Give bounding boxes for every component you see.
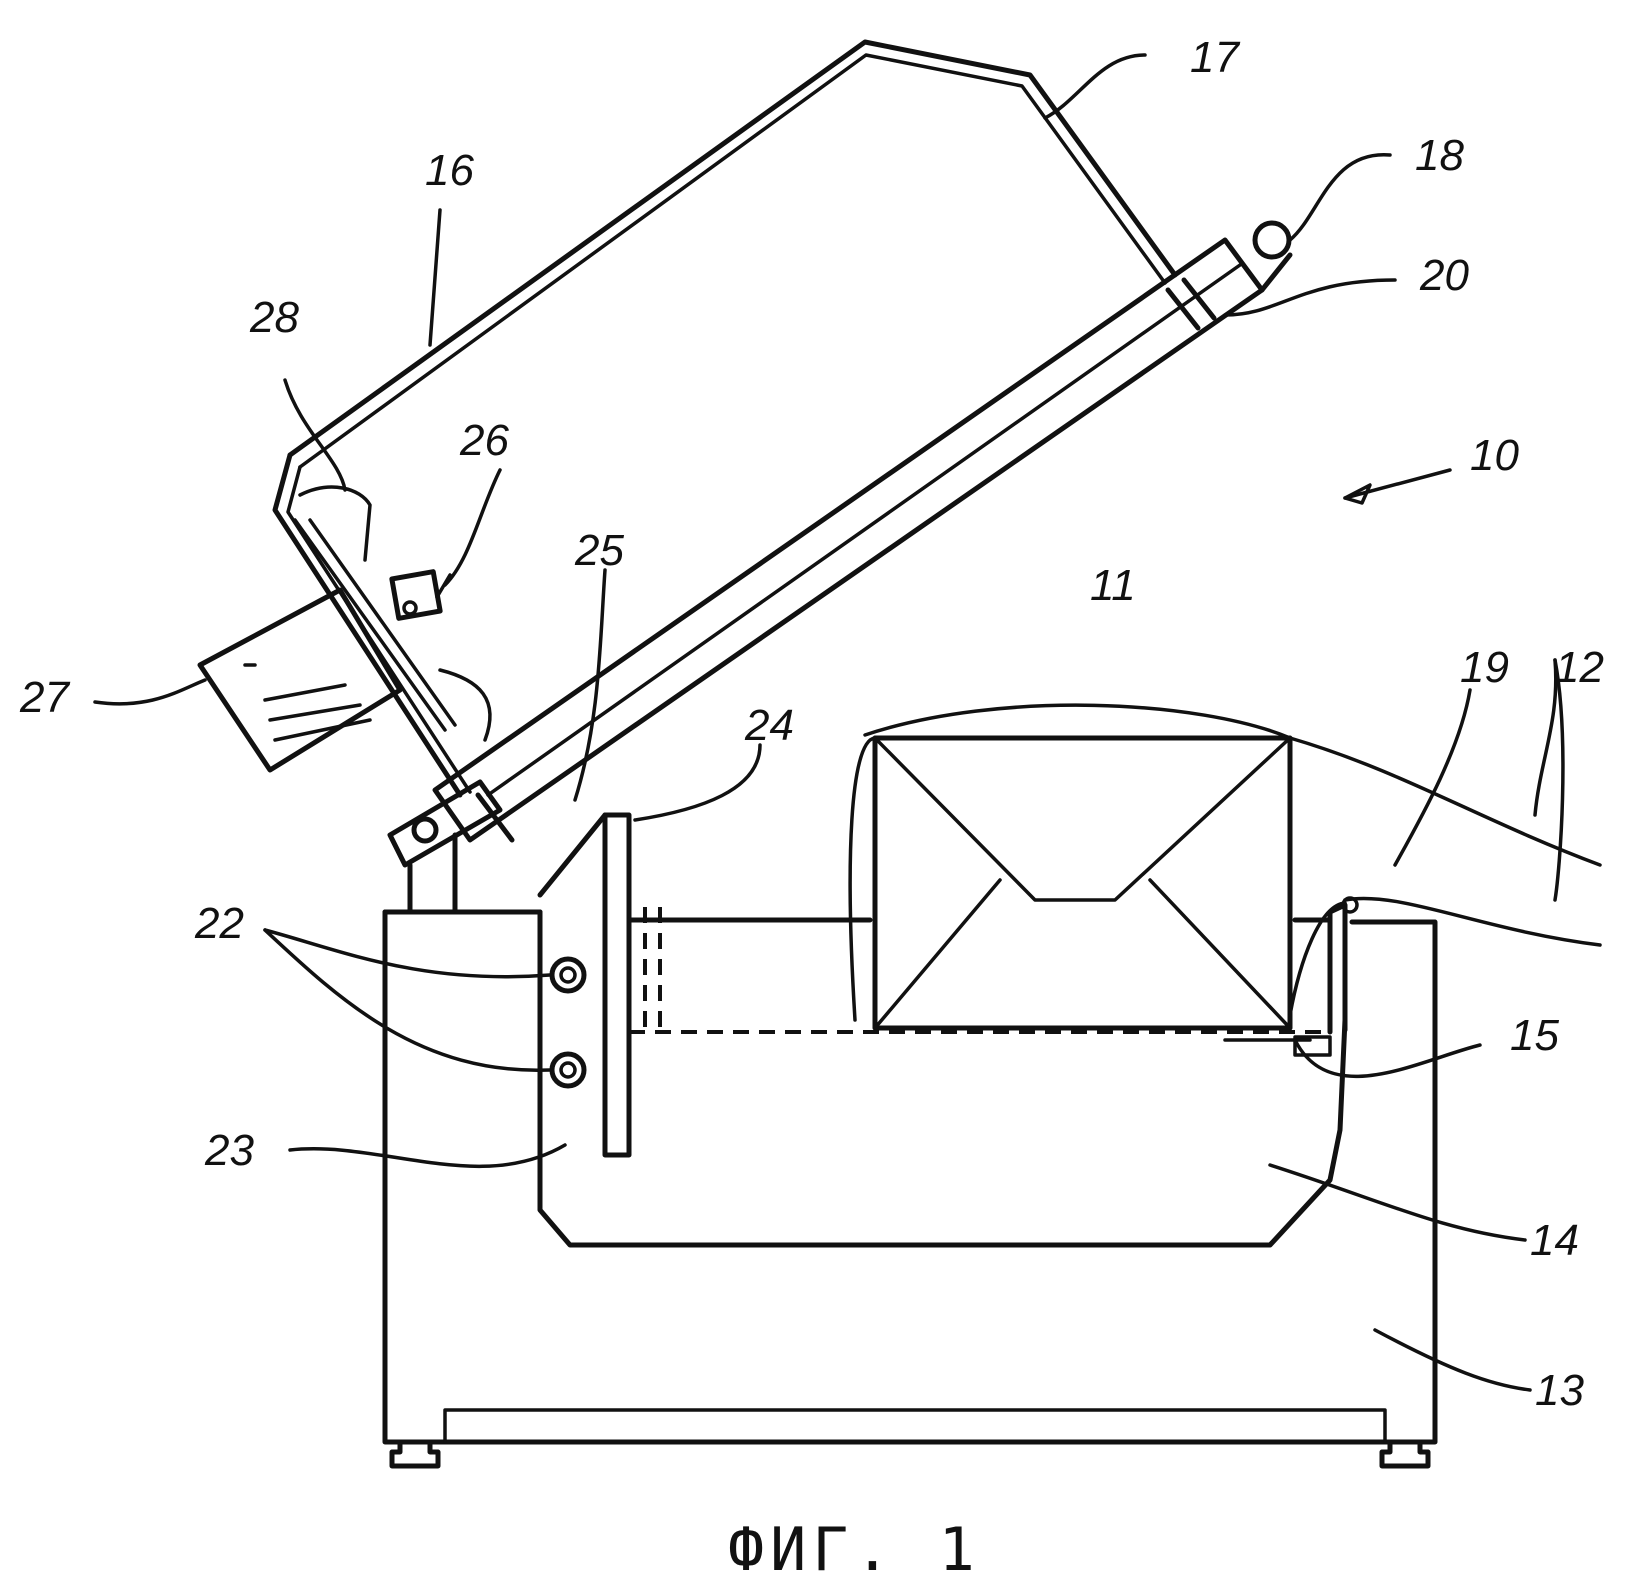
front-plate [540, 815, 629, 1155]
leader-lines [95, 55, 1563, 1390]
ref-20: 20 [1419, 251, 1469, 300]
ref-16: 16 [425, 146, 474, 195]
ref-10: 10 [1470, 431, 1519, 480]
figure-caption: ФИГ. 1 [728, 1515, 981, 1585]
ref-17: 17 [1190, 33, 1240, 82]
platform [629, 898, 1357, 1055]
package [850, 738, 1290, 1028]
ref-15: 15 [1510, 1011, 1559, 1060]
ref-24: 24 [744, 701, 794, 750]
ref-27: 27 [19, 673, 70, 722]
ref-14: 14 [1530, 1216, 1579, 1265]
ref-25: 25 [574, 526, 624, 575]
reference-numerals: 17 16 18 20 28 26 10 25 11 19 12 27 24 2… [19, 33, 1604, 1415]
ref-18: 18 [1415, 131, 1464, 180]
ref-22: 22 [194, 899, 244, 948]
fan-assembly [200, 487, 490, 770]
ref-23: 23 [204, 1126, 254, 1175]
ref-11: 11 [1090, 561, 1136, 610]
ref-12: 12 [1555, 643, 1604, 692]
ref-28: 28 [249, 293, 299, 342]
ref-26: 26 [459, 416, 509, 465]
ref-13: 13 [1535, 1366, 1584, 1415]
ref-19: 19 [1460, 643, 1509, 692]
